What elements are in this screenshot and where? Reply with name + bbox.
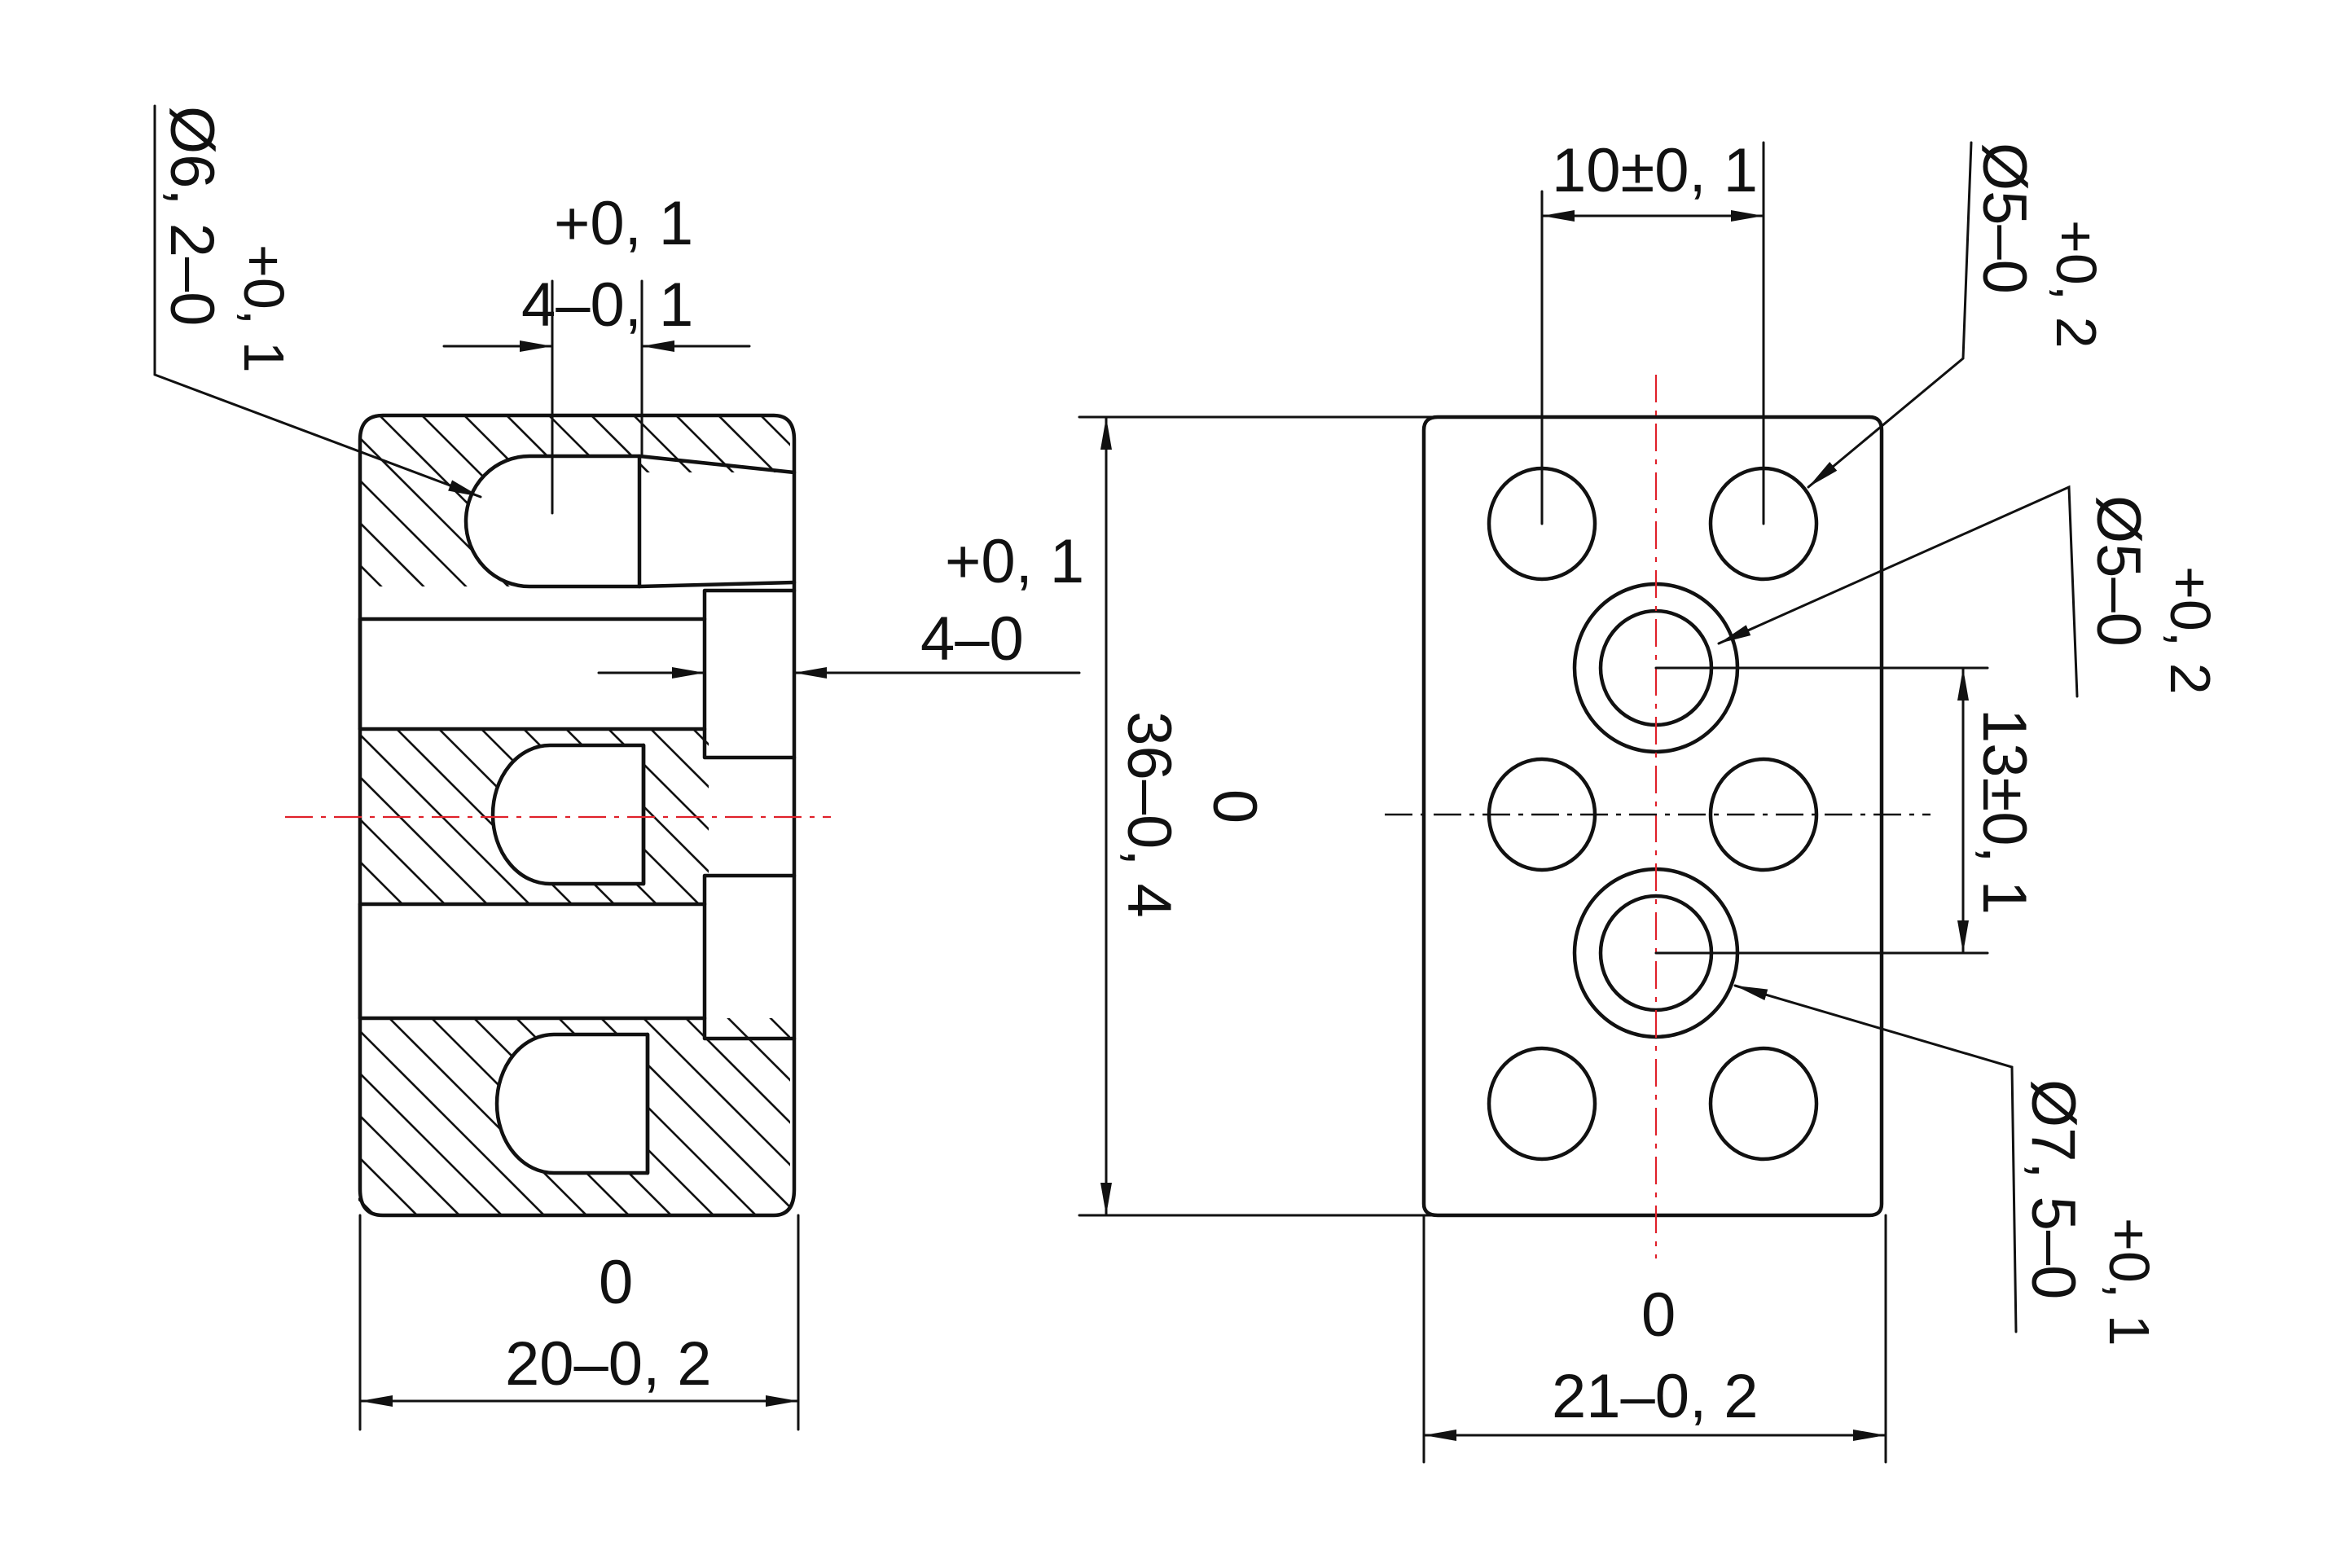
height-tol: 0 — [1200, 789, 1269, 824]
small-hole-tol: +0, 2 — [2045, 220, 2108, 349]
slot-depth-tol: +0, 1 — [945, 527, 1084, 596]
left-width-tol: 0 — [599, 1248, 633, 1317]
hatch-line — [358, 415, 449, 1214]
right-width-base: 21–0, 2 — [1552, 1362, 1759, 1431]
pitch-x: 10±0, 1 — [1552, 136, 1758, 205]
hatch-line — [608, 415, 790, 1214]
hatch-line — [358, 415, 534, 1214]
right-width-tol: 0 — [1641, 1280, 1676, 1350]
hatch-line — [0, 391, 321, 1246]
hatch-line — [358, 415, 790, 1214]
hole-diameter-tol: +0, 1 — [232, 244, 296, 373]
hole-diameter-base: Ø6, 2–0 — [157, 106, 226, 326]
counterbore-tol: +0, 1 — [2097, 1218, 2161, 1346]
hatch-line — [358, 415, 790, 1214]
slot-width-tol: +0, 1 — [554, 189, 693, 258]
hatch-line — [1584, 391, 2350, 1246]
hatch-line — [863, 391, 1719, 1246]
hatch-line — [1499, 391, 2350, 1246]
height-base: 36–0, 4 — [1114, 711, 1184, 918]
hatch-line — [0, 391, 279, 1246]
small-hole-base: Ø5–0 — [1970, 143, 2039, 294]
hatch-line — [358, 415, 790, 1214]
hatch-line — [566, 415, 790, 1214]
hatch-line — [1202, 391, 2058, 1246]
pitch-y: 13±0, 1 — [1970, 709, 2039, 915]
hatch-line — [358, 415, 788, 1214]
hatch-line — [948, 391, 1803, 1246]
slot-width-base: 4–0, 1 — [521, 270, 693, 340]
hatch-line — [1541, 391, 2350, 1246]
hatch-line — [1160, 391, 2015, 1246]
left-outline — [358, 413, 797, 1218]
hatch-line — [651, 415, 790, 1214]
hatch-line — [358, 415, 491, 1214]
hatch-line — [358, 415, 618, 1214]
hatch-line — [358, 415, 790, 1214]
counterbore-base: Ø7, 5–0 — [2018, 1079, 2088, 1299]
hatch-line — [358, 415, 364, 1214]
hatch-line — [358, 415, 790, 1214]
hatch-line — [358, 415, 576, 1214]
slot-depth-base: 4–0 — [920, 604, 1024, 674]
inner-hole-tol: +0, 2 — [2159, 566, 2222, 695]
hatch-line — [906, 391, 1761, 1246]
hatch-line — [358, 415, 406, 1214]
right-front-view: 0 36–0, 4 10±0, 1 13±0, 1 Ø5–0 +0, 2 Ø5–… — [1078, 136, 2222, 1464]
hatch-line — [0, 391, 236, 1246]
inner-hole-base: Ø5–0 — [2084, 495, 2153, 647]
left-width-base: 20–0, 2 — [505, 1329, 712, 1399]
right-outline — [1421, 415, 1884, 1218]
hatch-line — [1456, 391, 2312, 1246]
hatch-line — [358, 415, 790, 1214]
